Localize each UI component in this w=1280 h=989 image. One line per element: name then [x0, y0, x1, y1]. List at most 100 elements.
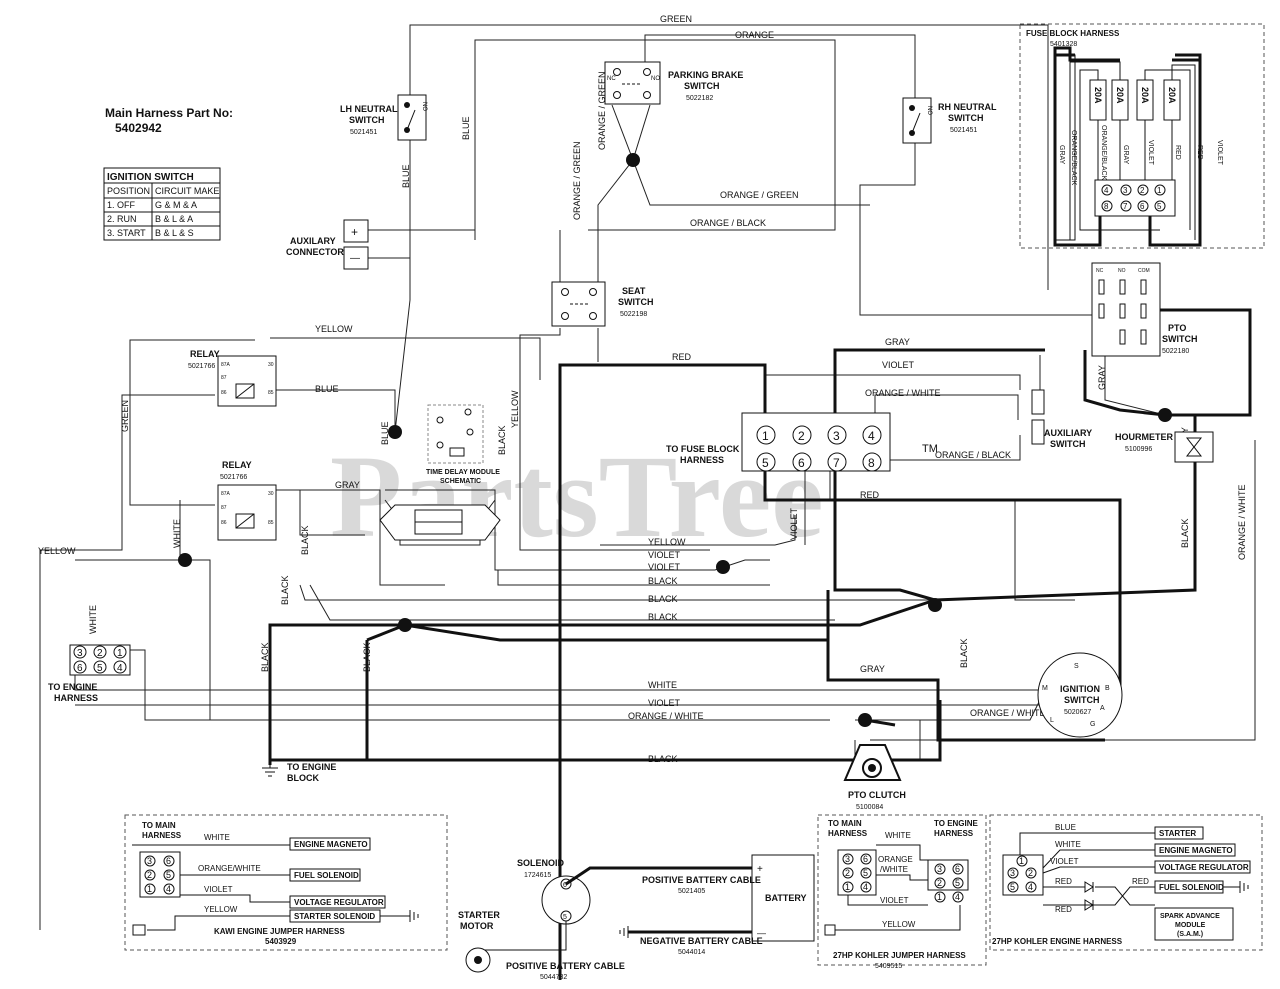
thin-wires: [39, 24, 1256, 930]
svg-text:HARNESS: HARNESS: [680, 455, 724, 465]
ignition-table-header: CIRCUIT MAKE: [155, 186, 219, 196]
svg-text:87A: 87A: [221, 491, 231, 497]
svg-text:5: 5: [863, 868, 868, 878]
wire-label: BLACK: [648, 754, 678, 764]
svg-text:B: B: [1105, 685, 1110, 692]
wire-label: VIOLET: [648, 698, 681, 708]
wire-label: ORANGE / BLACK: [935, 450, 1011, 460]
svg-text:FUEL SOLENOID: FUEL SOLENOID: [294, 871, 359, 880]
svg-text:1: 1: [1019, 856, 1024, 866]
svg-text:6: 6: [863, 854, 868, 864]
svg-text:7: 7: [1123, 202, 1128, 211]
svg-text:8: 8: [868, 456, 875, 470]
svg-text:5: 5: [166, 870, 171, 880]
svg-text:87: 87: [221, 375, 227, 381]
solenoid: 6 5 SOLENOID 1724615: [517, 858, 591, 925]
wire-label: VIOLET: [648, 562, 681, 572]
svg-text:3: 3: [77, 648, 83, 659]
ignition-switch: S B A G L M IGNITION SWITCH 5020627: [1037, 652, 1123, 738]
wire-label: ORANGE / WHITE: [628, 711, 704, 721]
svg-text:6: 6: [563, 882, 567, 889]
kohler-engine-harness: 3 2 5 4 1 BLUE WHITE VIOLET RED RED RED …: [989, 814, 1263, 951]
svg-text:SWITCH: SWITCH: [618, 297, 654, 307]
parking-brake-label: PARKING BRAKE: [668, 70, 743, 80]
rh-neutral-label: RH NEUTRAL: [938, 102, 997, 112]
svg-text:3: 3: [147, 856, 152, 866]
ignition-table-cell: G & M & A: [155, 200, 197, 210]
svg-text:85: 85: [268, 390, 274, 396]
svg-text:7: 7: [833, 456, 840, 470]
lh-neutral-switch: NO LH NEUTRAL SWITCH 5021451: [340, 94, 427, 141]
svg-text:TO ENGINE: TO ENGINE: [934, 819, 979, 828]
svg-text:1724615: 1724615: [524, 872, 551, 879]
svg-text:RED: RED: [1174, 145, 1181, 160]
svg-text:M: M: [1042, 685, 1048, 692]
wire-label: BLACK: [648, 594, 678, 604]
svg-text:2: 2: [97, 648, 103, 659]
ignition-table-cell: 3. START: [107, 228, 146, 238]
pos-cable-label: POSITIVE BATTERY CABLE: [642, 875, 761, 885]
wire-label: ORANGE / GREEN: [720, 190, 799, 200]
svg-text:5100084: 5100084: [856, 804, 883, 811]
starter-label: STARTER: [458, 910, 500, 920]
pto-switch-label: PTO: [1168, 323, 1186, 333]
svg-text:5020627: 5020627: [1064, 709, 1091, 716]
svg-text:TO MAIN: TO MAIN: [828, 819, 862, 828]
svg-text:SWITCH: SWITCH: [349, 115, 385, 125]
ignition-table-cell: 2. RUN: [107, 214, 137, 224]
svg-text:NO: NO: [651, 76, 660, 82]
svg-text:3: 3: [1123, 186, 1128, 195]
svg-text:1: 1: [147, 884, 152, 894]
svg-text:NC: NC: [607, 76, 616, 82]
svg-text:1: 1: [845, 882, 850, 892]
svg-text:WHITE: WHITE: [204, 833, 230, 842]
svg-text:85: 85: [268, 520, 274, 526]
svg-text:5401328: 5401328: [1050, 41, 1077, 48]
relay-2-label: RELAY: [222, 460, 252, 470]
svg-text:4: 4: [166, 884, 171, 894]
wire-label: ORANGE / BLACK: [690, 218, 766, 228]
svg-text:5044732: 5044732: [540, 974, 567, 981]
wire-label: VIOLET: [648, 550, 681, 560]
svg-text:ENGINE MAGNETO: ENGINE MAGNETO: [1159, 846, 1233, 855]
svg-text:5022198: 5022198: [620, 311, 647, 318]
svg-text:5022180: 5022180: [1162, 348, 1189, 355]
svg-text:27HP KOHLER JUMPER HARNESS: 27HP KOHLER JUMPER HARNESS: [833, 951, 966, 960]
svg-text:VIOLET: VIOLET: [204, 885, 233, 894]
svg-text:5044014: 5044014: [678, 949, 705, 956]
svg-text:S: S: [1074, 663, 1079, 670]
svg-text:STARTER: STARTER: [1159, 829, 1196, 838]
rh-neutral-switch: NO RH NEUTRAL SWITCH 5021451: [902, 97, 997, 144]
svg-text:ORANGE/BLACK: ORANGE/BLACK: [1070, 130, 1077, 186]
svg-text:5: 5: [1157, 202, 1162, 211]
wire-label: WHITE: [648, 680, 677, 690]
svg-text:30: 30: [268, 362, 274, 368]
main-harness-label: Main Harness Part No:: [105, 106, 233, 120]
svg-text:VOLTAGE REGULATOR: VOLTAGE REGULATOR: [1159, 863, 1249, 872]
wire-label: YELLOW: [648, 537, 686, 547]
svg-text:5022182: 5022182: [686, 95, 713, 102]
engine-connector-label: TO ENGINE: [48, 682, 97, 692]
svg-text:6: 6: [166, 856, 171, 866]
svg-text:4: 4: [955, 892, 960, 902]
wire-label: RED: [860, 490, 880, 500]
svg-text:2: 2: [798, 429, 805, 443]
trademark: TM: [922, 443, 938, 455]
svg-text:SCHEMATIC: SCHEMATIC: [440, 478, 481, 485]
svg-text:BLUE: BLUE: [1055, 823, 1076, 832]
fuse-block-connector-label: TO FUSE BLOCK: [666, 444, 740, 454]
ignition-table-header: POSITION: [107, 186, 150, 196]
svg-text:+: +: [757, 864, 763, 875]
svg-text:1: 1: [762, 429, 769, 443]
svg-text:SWITCH: SWITCH: [1064, 695, 1100, 705]
kohler-jumper-harness: TO MAIN HARNESS TO ENGINE HARNESS 3 6 2 …: [817, 814, 987, 970]
svg-text:TO MAIN: TO MAIN: [142, 821, 176, 830]
svg-text:RED: RED: [1196, 145, 1203, 160]
svg-text:5403929: 5403929: [265, 937, 297, 946]
svg-text:NO: NO: [1118, 268, 1126, 274]
auxiliary-switch: AUXILIARY SWITCH: [1031, 389, 1092, 449]
svg-text:1: 1: [937, 892, 942, 902]
seat-switch: SEAT SWITCH 5022198: [551, 281, 654, 327]
wire-label: GRAY: [885, 337, 910, 347]
